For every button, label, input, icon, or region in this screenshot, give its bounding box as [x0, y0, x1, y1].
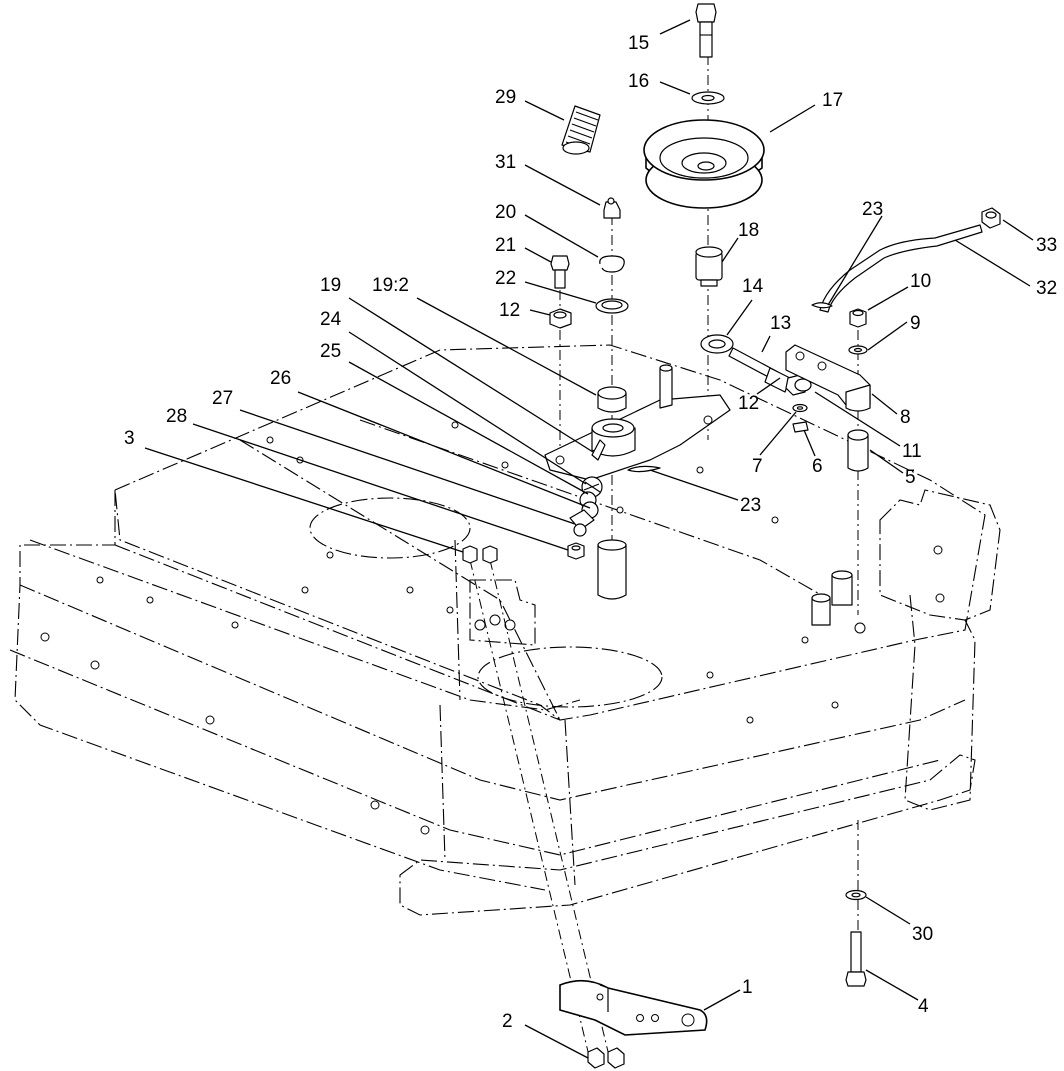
part-6-7-washer-clip: [792, 403, 809, 433]
part-5-bushing: [847, 429, 869, 472]
part-17-idler-pulley: [643, 119, 765, 209]
part-31-grease-fitting: [603, 197, 621, 219]
callout-19-2: 19:2: [372, 275, 409, 296]
part-19-2-bushing: [597, 386, 627, 413]
part-11-12-swivel: [785, 374, 812, 396]
callout-5: 5: [905, 467, 916, 488]
mower-deck-outline: [9, 344, 1001, 916]
part-26-27-spacer: [569, 509, 595, 537]
callout-3: 3: [124, 428, 135, 449]
callout-19: 19: [320, 275, 341, 296]
part-19-idler-arm: [544, 364, 731, 481]
part-8-pivot-plate: [785, 344, 871, 412]
callout-12: 12: [499, 300, 520, 321]
callout-9: 9: [910, 313, 921, 334]
part-4-bolt: [845, 931, 867, 987]
part-9-washer: [848, 345, 868, 355]
callout-2: 2: [502, 1011, 513, 1032]
right-mount-post: [811, 570, 853, 626]
callout-23-lower: 23: [740, 495, 761, 516]
callout-26: 26: [270, 368, 291, 389]
callout-13: 13: [770, 313, 791, 334]
callout-labels: 15 16 17 29 31 20 21 22 12 19 19:2 24 25…: [124, 33, 1057, 1032]
part-16-washer: [691, 91, 725, 105]
callout-16: 16: [628, 71, 649, 92]
callout-1: 1: [742, 977, 753, 998]
callout-12-right: 12: [738, 393, 759, 414]
assembly-center-lines: [469, 55, 859, 1061]
part-1-bracket: [559, 979, 708, 1036]
part-32-rod: [819, 224, 983, 313]
callout-leader-lines: [144, 19, 1034, 1059]
callout-6: 6: [812, 456, 823, 477]
part-29-spring: [561, 105, 601, 155]
callout-23-upper: 23: [862, 199, 883, 220]
callout-30: 30: [912, 924, 933, 945]
callout-27: 27: [212, 388, 233, 409]
part-3-nuts: [462, 545, 498, 564]
callout-17: 17: [822, 90, 843, 111]
callout-10: 10: [910, 271, 931, 292]
callout-29: 29: [495, 87, 516, 108]
callout-20: 20: [495, 202, 516, 223]
part-21-bolt: [550, 255, 570, 289]
callout-8: 8: [900, 407, 911, 428]
part-30-washer: [845, 889, 867, 901]
part-33-nut: [981, 207, 1001, 229]
callout-25: 25: [320, 341, 341, 362]
part-18-spacer: [695, 246, 723, 287]
part-13-14-turnbuckle: [700, 334, 791, 393]
callout-11: 11: [902, 441, 922, 462]
part-23-upper-cotter: [811, 302, 833, 309]
callout-21: 21: [495, 235, 516, 256]
callout-7: 7: [752, 456, 763, 477]
part-12-nut: [549, 308, 572, 329]
callout-31: 31: [495, 152, 516, 173]
callout-14: 14: [742, 276, 764, 297]
part-22-washer: [595, 298, 629, 314]
part-28-nut: [567, 542, 585, 560]
part-10-nut: [849, 308, 867, 328]
part-2-bolts: [587, 1047, 625, 1069]
callout-33: 33: [1036, 235, 1057, 256]
idler-pivot-shaft: [597, 539, 627, 600]
callout-24: 24: [320, 309, 342, 330]
part-20-retaining-ring: [599, 255, 625, 273]
callout-32: 32: [1036, 278, 1057, 299]
callout-4: 4: [918, 996, 929, 1017]
callout-28: 28: [166, 406, 187, 427]
part-23-hairpin-cotter: [627, 465, 661, 473]
callout-18: 18: [738, 220, 759, 241]
callout-15: 15: [628, 33, 649, 54]
callout-22: 22: [495, 268, 516, 289]
part-15-bolt: [695, 3, 717, 58]
